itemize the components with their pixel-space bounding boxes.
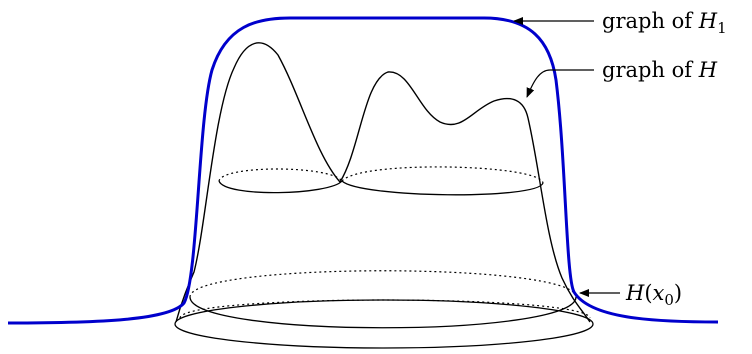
label-graph-of-h1: graph of H1 — [602, 9, 727, 37]
label-h-x0-var: x — [653, 281, 665, 305]
base-ellipse — [174, 299, 594, 349]
label-h-x0: H(x0) — [625, 281, 682, 309]
label-h-x0-subscript: 0 — [664, 291, 674, 309]
graph-h1-curve — [7, 16, 719, 325]
upper-level-back-left — [218, 168, 343, 182]
label-h-x0-symbol: H — [625, 281, 645, 305]
label-h-x0-close: ) — [674, 281, 682, 305]
label-graph-of-h-prefix: graph of — [602, 58, 699, 82]
graph-h-curve — [175, 42, 591, 323]
label-graph-of-h-symbol: H — [698, 58, 718, 82]
level-ellipse-back — [189, 270, 577, 298]
arrow-to-h — [526, 69, 594, 98]
label-graph-of-h1-symbol: H — [698, 9, 718, 33]
label-graph-of-h: graph of H — [602, 58, 718, 82]
label-h-x0-open: ( — [644, 281, 652, 305]
label-graph-of-h1-prefix: graph of — [602, 9, 699, 33]
upper-level-front-right — [341, 180, 544, 196]
level-ellipse-inner-dotted — [179, 299, 591, 319]
level-ellipse-front — [189, 296, 577, 329]
label-graph-of-h1-subscript: 1 — [717, 19, 727, 37]
upper-level-front-left — [218, 180, 343, 194]
upper-level-back-right — [341, 166, 544, 184]
